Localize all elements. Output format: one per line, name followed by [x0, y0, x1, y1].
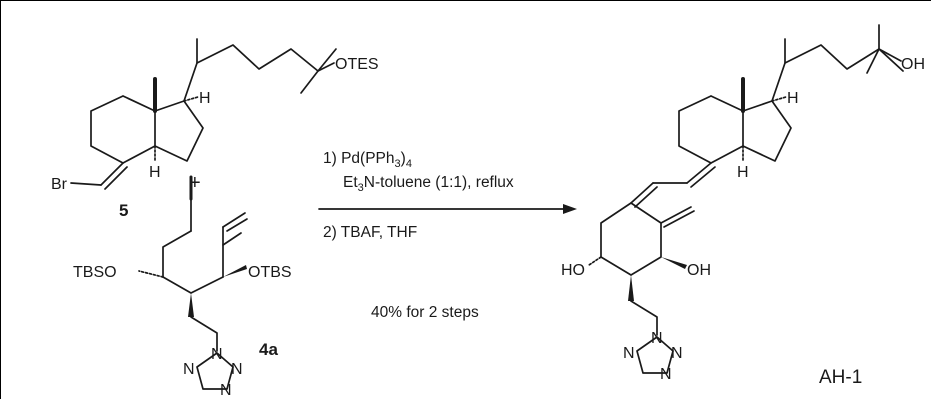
triene-double-1a [686, 162, 712, 184]
reaction-arrow-group: 1) Pd(PPh3)4 Et3N-toluene (1:1), reflux … [318, 150, 577, 321]
backbone [162, 276, 224, 294]
compound-5: OTES H H Br 5 [51, 38, 379, 220]
product-ethyl-wedge [628, 275, 634, 301]
product-oh-bond [878, 48, 902, 62]
atom-otes: OTES [335, 56, 379, 73]
atom-product-n1: N [651, 330, 663, 347]
atom-product-n2: N [671, 345, 683, 362]
vinyl-double-1 [222, 212, 246, 228]
atom-n3: N [220, 382, 232, 399]
h-bond-top [183, 96, 199, 102]
triene-double-1b [690, 166, 716, 188]
otbs-wedge [223, 265, 247, 277]
otes-bond [317, 62, 335, 72]
atom-product-ho: HO [561, 262, 585, 279]
product-h-bond-top [771, 96, 787, 102]
atom-product-h-top: H [787, 90, 799, 107]
ring-d-bonds [742, 100, 792, 162]
product-gem-methyl-2 [866, 48, 880, 74]
atom-tbso: TBSO [73, 264, 117, 281]
plus-sign: + [189, 172, 201, 194]
label-compound-4a: 4a [259, 340, 278, 359]
tetrazole-ring [196, 352, 234, 390]
atom-product-oh-side: OH [901, 56, 925, 73]
ring-a-product [600, 202, 662, 276]
atom-product-oh-ring: OH [687, 262, 711, 279]
gem-methyl [300, 70, 319, 94]
exo-double-1 [100, 162, 124, 186]
atom-n2: N [231, 361, 243, 378]
exo-double-2 [104, 166, 128, 190]
atom-n1: N [211, 346, 223, 363]
condition-step1: 1) Pd(PPh3)4 [323, 150, 412, 170]
ring-b-bonds [154, 100, 204, 162]
arrow-head [563, 204, 577, 214]
propargyl-chain [162, 230, 192, 278]
exo-methylene-1 [660, 206, 692, 224]
compound-4a: TBSO OTBS N N N N 4a [73, 175, 292, 399]
atom-product-h-bottom: H [737, 164, 749, 181]
product-ethyl-chain [630, 300, 658, 336]
ring-c-bonds [678, 95, 744, 164]
atom-n4: N [183, 361, 195, 378]
triene-double-2b [634, 186, 658, 208]
c-br-bond [70, 182, 102, 186]
label-compound-ah-1: AH-1 [819, 367, 862, 388]
ethyl-chain [190, 316, 218, 352]
label-compound-5: 5 [119, 201, 128, 220]
ho-hash [588, 256, 602, 266]
atom-otbs: OTBS [248, 264, 292, 281]
vinyl-double-2 [226, 218, 248, 232]
condition-step1-solvent: Et3N-toluene (1:1), reflux [343, 174, 514, 194]
ethyl-wedge [188, 293, 194, 317]
compound-ah-1: OH H H OH HO N N N N AH-1 [561, 24, 925, 388]
condition-yield: 40% for 2 steps [371, 304, 479, 321]
exo-methylene-2 [663, 210, 695, 228]
atom-h-bottom: H [149, 164, 161, 181]
atom-product-n3: N [660, 366, 672, 383]
gem-methyl-2 [317, 48, 337, 72]
condition-step2: 2) TBAF, THF [323, 224, 417, 241]
oh-wedge [661, 257, 687, 269]
product-tetrazole-ring [636, 336, 674, 374]
atom-h-top: H [199, 90, 211, 107]
triene-double-2a [630, 182, 654, 204]
ring-a-bonds [90, 95, 156, 164]
atom-br: Br [51, 176, 68, 193]
product-side-chain [771, 44, 904, 102]
side-chain [183, 44, 319, 102]
tbso-bond [138, 270, 164, 278]
atom-product-n4: N [623, 345, 635, 362]
